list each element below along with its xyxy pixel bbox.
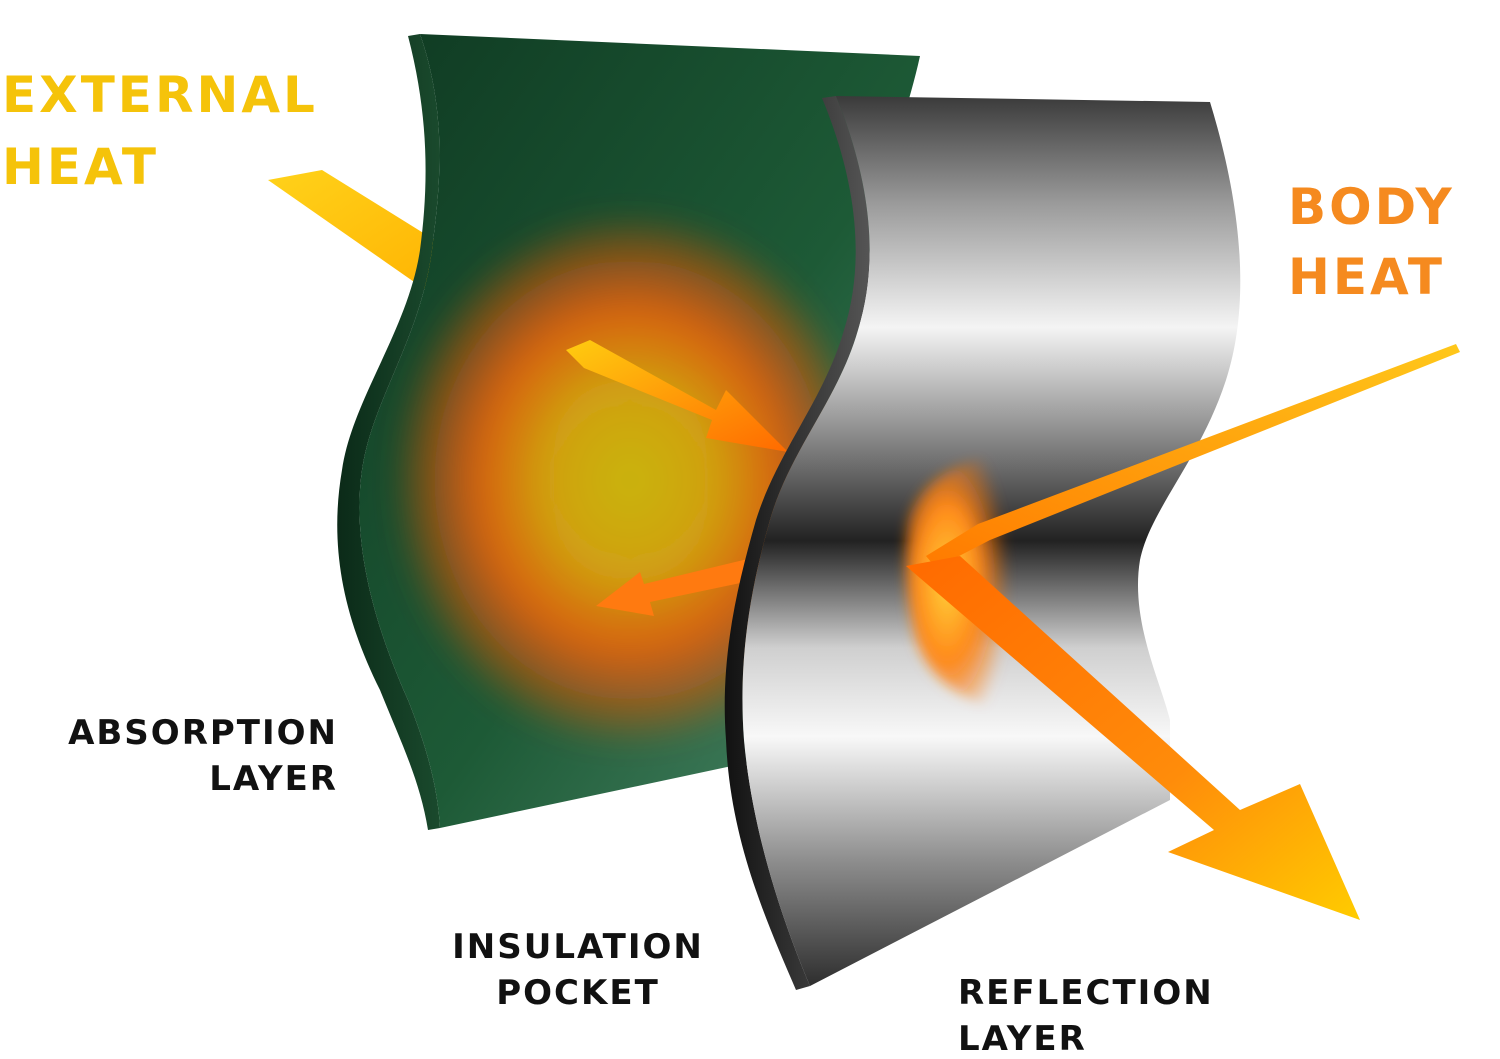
reflection-layer-label-line2: LAYER [958,1019,1087,1059]
insulation-pocket-label-line2: POCKET [496,973,660,1013]
external-heat-label: EXTERNAL HEAT [2,70,318,192]
external-heat-label-line2: HEAT [2,138,159,196]
external-heat-label-line1: EXTERNAL [2,66,318,124]
reflection-layer-label: REFLECTION LAYER [958,976,1214,1056]
body-heat-label-line2: HEAT [1288,248,1445,306]
reflection-layer-label-line1: REFLECTION [958,973,1214,1013]
insulation-pocket-label-line1: INSULATION [452,927,704,967]
absorption-layer-label-line1: ABSORPTION [68,713,338,753]
inside-heat-arrow [566,340,788,452]
reflected-inside-arrow [596,556,764,616]
body-heat-arrow [926,344,1460,568]
body-heat-label-line1: BODY [1288,178,1455,236]
absorption-layer-label-line2: LAYER [209,759,338,799]
insulation-pocket-label: INSULATION POCKET [430,930,726,1010]
reflected-heat-arrow [906,556,1360,920]
absorption-layer-label: ABSORPTION LAYER [12,716,338,796]
body-heat-label: BODY HEAT [1288,182,1455,302]
